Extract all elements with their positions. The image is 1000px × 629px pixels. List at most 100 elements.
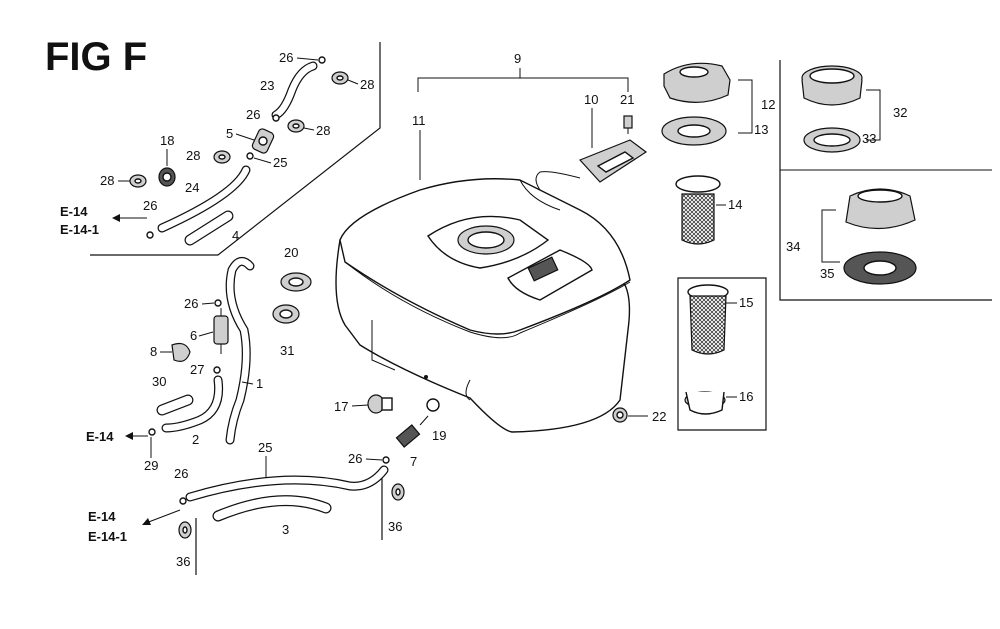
callout-27: 27 <box>190 362 204 377</box>
tube-30 <box>156 394 194 416</box>
callout-21: 21 <box>620 92 634 107</box>
figure-title: FIG F <box>45 35 147 79</box>
hose-24 <box>157 165 251 233</box>
clip-26a <box>318 56 326 64</box>
frame-right <box>779 60 992 301</box>
clip-26f <box>382 456 390 464</box>
clip-27 <box>213 366 221 374</box>
callout-26: 26 <box>246 107 260 122</box>
bracket-9 <box>417 77 629 92</box>
callout-17: 17 <box>334 399 348 414</box>
valve-5 <box>251 128 275 154</box>
callout-30: 30 <box>152 374 166 389</box>
gasket-13 <box>661 116 727 146</box>
callout-36: 36 <box>388 519 402 534</box>
cap-32 <box>801 65 863 106</box>
callout-26: 26 <box>184 296 198 311</box>
callout-7: 7 <box>410 454 417 469</box>
callout-20: 20 <box>284 245 298 260</box>
callout-14: 14 <box>728 197 742 212</box>
callout-2: 2 <box>192 432 199 447</box>
callout-26: 26 <box>348 451 362 466</box>
callout-35: 35 <box>820 266 834 281</box>
strainer-15 <box>687 284 729 355</box>
clamp-31 <box>272 304 300 324</box>
leader-17 <box>351 404 369 407</box>
callout-33: 33 <box>862 131 876 146</box>
clip-26b <box>272 114 280 122</box>
leader-28 <box>303 127 315 131</box>
leader-1 <box>241 381 254 385</box>
arrow-head <box>142 518 151 525</box>
clamp-28d <box>129 174 147 188</box>
leader-28 <box>347 79 359 85</box>
callout-1: 1 <box>256 376 263 391</box>
callout-13: 13 <box>754 122 768 137</box>
nut-22 <box>612 407 628 423</box>
gauge-10 <box>535 139 648 191</box>
bracket-12 <box>738 79 753 134</box>
callout-28: 28 <box>360 77 374 92</box>
clip-26e <box>179 497 187 505</box>
hose-23 <box>271 61 318 120</box>
gasket-35 <box>843 251 917 285</box>
leader-26 <box>296 57 319 61</box>
screw-21 <box>623 115 633 134</box>
frame-upper-left <box>90 42 381 256</box>
callout-25: 25 <box>273 155 287 170</box>
filter-6 <box>213 308 229 354</box>
strainer-14 <box>675 175 721 245</box>
arrow-head <box>125 432 133 440</box>
callout-34: 34 <box>786 239 800 254</box>
leader-26 <box>201 302 215 305</box>
arrow-head <box>112 214 120 222</box>
cap-12 <box>663 62 731 103</box>
fuel-tank-11 <box>335 178 631 433</box>
clip-29 <box>148 428 156 436</box>
clamp-36b <box>391 483 405 501</box>
frame-filters <box>677 277 767 431</box>
clip-25 <box>246 152 254 160</box>
grommet-18 <box>158 167 176 187</box>
callout-10: 10 <box>584 92 598 107</box>
callout-4: 4 <box>232 228 239 243</box>
clamp-36a <box>178 521 192 539</box>
gasket-33 <box>803 127 861 153</box>
bracket-32 <box>866 89 881 141</box>
callout-3: 3 <box>282 522 289 537</box>
leader-5 <box>235 133 255 141</box>
callout-24: 24 <box>185 180 199 195</box>
callout-25: 25 <box>258 440 272 455</box>
hose-1 <box>225 256 255 445</box>
leader-26 <box>365 458 383 461</box>
callout-28: 28 <box>100 173 114 188</box>
bracket-34 <box>821 209 840 263</box>
clip-8 <box>171 342 191 362</box>
clamp-20 <box>280 272 312 292</box>
clamp-28a <box>331 71 349 85</box>
callout-31: 31 <box>280 343 294 358</box>
callout-26: 26 <box>174 466 188 481</box>
arrow-e14 <box>145 509 181 524</box>
leader-25 <box>253 157 272 164</box>
callout-29: 29 <box>144 458 158 473</box>
leader-6 <box>198 331 214 337</box>
hose-2 <box>161 375 224 433</box>
ref-e14-1: E-14-1 <box>88 529 127 544</box>
ref-e14: E-14 <box>60 204 88 219</box>
oring-19 <box>426 398 440 412</box>
ref-e14: E-14 <box>88 509 116 524</box>
ref-e14: E-14 <box>86 429 114 444</box>
ring-16 <box>684 391 726 415</box>
callout-26: 26 <box>143 198 157 213</box>
ref-e14-1: E-14-1 <box>60 222 99 237</box>
callout-6: 6 <box>190 328 197 343</box>
callout-18: 18 <box>160 133 174 148</box>
callout-16: 16 <box>739 389 753 404</box>
cock-7 <box>395 415 429 448</box>
callout-28: 28 <box>316 123 330 138</box>
tube-4 <box>184 210 234 246</box>
clamp-28b <box>287 119 305 133</box>
callout-12: 12 <box>761 97 775 112</box>
callout-28: 28 <box>186 148 200 163</box>
